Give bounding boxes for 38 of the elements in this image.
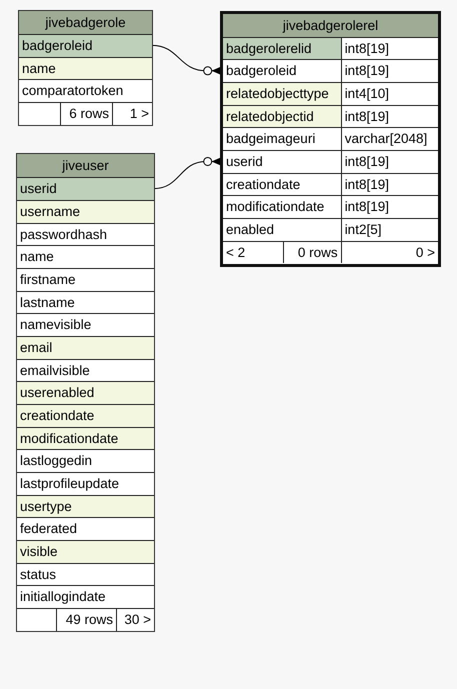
table-row (223, 150, 438, 173)
table-row (223, 195, 438, 218)
row-count: 49 rows (56, 609, 116, 631)
column-name: userid (17, 178, 154, 200)
row-count: 0 rows (282, 242, 341, 264)
table (16, 152, 155, 632)
table (18, 10, 153, 126)
column-name: badgerolerelid (223, 38, 341, 60)
table-row (223, 127, 438, 150)
row-count: 6 rows (60, 103, 112, 125)
column-name: email (17, 336, 154, 359)
table-row (223, 104, 438, 128)
column-name: creationdate (17, 404, 154, 427)
child-count: 1 > (112, 103, 152, 125)
column-name: userenabled (17, 382, 154, 404)
column-name: visible (17, 541, 154, 563)
column-name: badgeroleid (19, 35, 152, 57)
column-name: relatedobjectid (223, 106, 341, 128)
table-header: jivebadgerole (19, 11, 152, 34)
child-count: 30 > (116, 609, 154, 631)
column-name: name (19, 58, 152, 80)
table (220, 10, 441, 266)
table-row (223, 59, 438, 82)
column-name: username (17, 200, 154, 223)
parent-count: < 2 (225, 244, 246, 262)
table-row (223, 218, 438, 241)
table-row (223, 82, 438, 105)
table-row (223, 172, 438, 196)
table-row (223, 36, 438, 60)
table-header: jivebadgerolerel (223, 14, 438, 37)
child-count: 0 > (340, 242, 438, 264)
column-name: usertype (17, 496, 154, 518)
table-footer (223, 240, 438, 264)
table-header: jiveuser (17, 154, 154, 178)
column-name: relatedobjecttype (223, 83, 341, 105)
table-footer (19, 102, 152, 125)
column-name: modificationdate (17, 428, 154, 450)
table-footer (17, 608, 154, 631)
